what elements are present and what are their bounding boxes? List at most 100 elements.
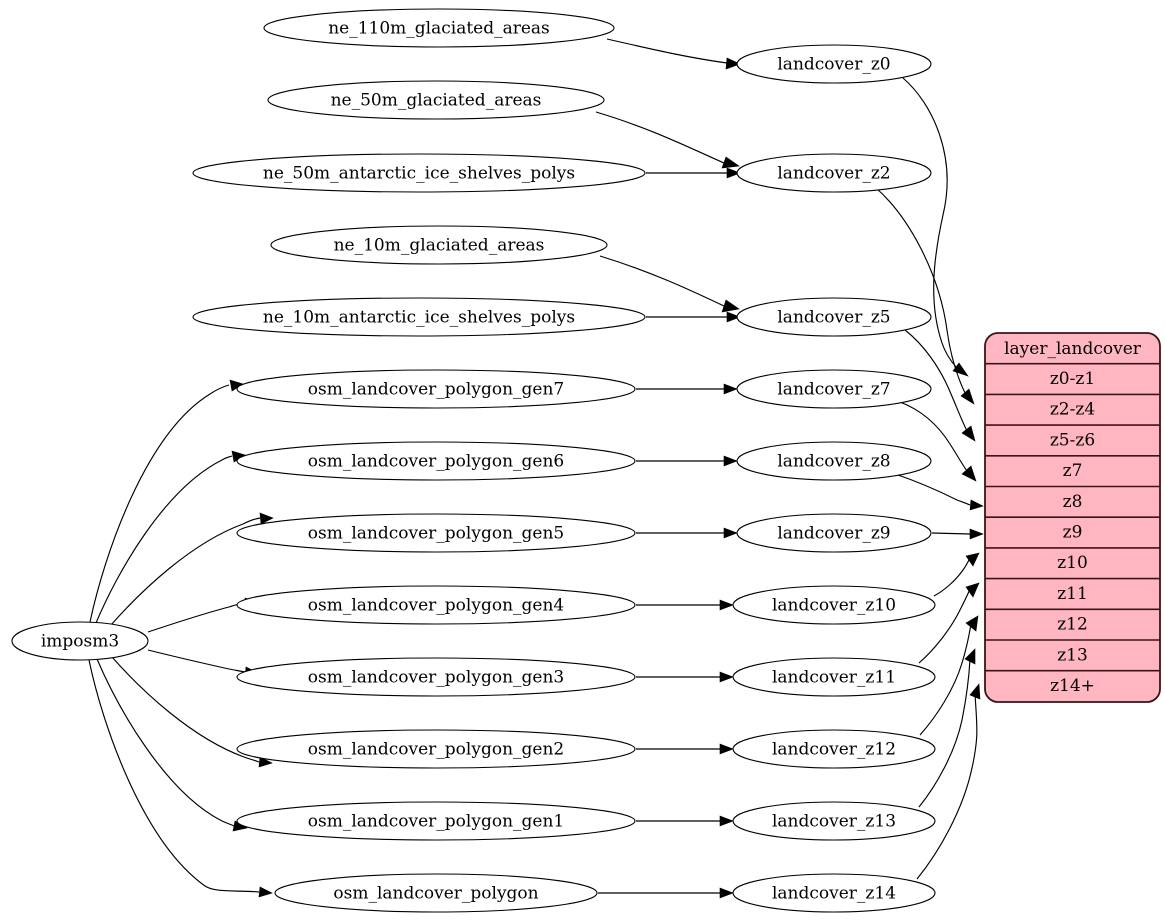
node-shape-osm-landcover-polygon-gen6[interactable]: [236, 441, 636, 481]
table-row-z7[interactable]: z7: [1063, 461, 1083, 481]
node-label-osm-landcover-polygon-gen4: osm_landcover_polygon_gen4: [308, 596, 564, 616]
node-landcover-z10[interactable]: landcover_z10: [732, 585, 936, 625]
edge-z10-to-row-z10: [933, 552, 980, 597]
node-osm-landcover-polygon-gen4[interactable]: osm_landcover_polygon_gen4: [236, 585, 636, 625]
node-landcover-z5[interactable]: landcover_z5: [736, 297, 932, 337]
edge-gen7-to-z7: [636, 383, 738, 395]
edge-gen6-to-z8: [636, 455, 738, 467]
node-ne-110m-glaciated-areas[interactable]: ne_110m_glaciated_areas: [263, 8, 615, 48]
node-ne-10m-antarctic-ice-shelves-polys[interactable]: ne_10m_antarctic_ice_shelves_polys: [192, 297, 646, 337]
node-label-landcover-z11: landcover_z11: [772, 668, 896, 688]
edge-ne10mglac-to-z5: [599, 255, 740, 313]
node-shape-osm-landcover-polygon-gen7[interactable]: [236, 369, 636, 409]
node-shape-ne-10m-glaciated-areas[interactable]: [270, 225, 608, 265]
node-shape-landcover-z10[interactable]: [732, 585, 936, 625]
node-shape-landcover-z2[interactable]: [736, 153, 932, 193]
node-shape-ne-10m-antarctic-ice-shelves-polys[interactable]: [192, 297, 646, 337]
node-osm-landcover-polygon-gen6[interactable]: osm_landcover_polygon_gen6: [236, 441, 636, 481]
node-osm-landcover-polygon[interactable]: osm_landcover_polygon: [274, 873, 598, 913]
node-shape-imposm3[interactable]: [11, 621, 149, 661]
node-label-landcover-z14: landcover_z14: [772, 884, 896, 904]
node-ne-50m-glaciated-areas[interactable]: ne_50m_glaciated_areas: [267, 80, 605, 120]
node-osm-landcover-polygon-gen3[interactable]: osm_landcover_polygon_gen3: [236, 657, 636, 697]
node-osm-landcover-polygon-gen1[interactable]: osm_landcover_polygon_gen1: [236, 801, 636, 841]
node-label-landcover-z8: landcover_z8: [777, 452, 890, 472]
node-landcover-z12[interactable]: landcover_z12: [732, 729, 936, 769]
node-landcover-z0[interactable]: landcover_z0: [736, 44, 932, 84]
table-row-z14-plus[interactable]: z14+: [1050, 676, 1095, 696]
node-shape-landcover-z0[interactable]: [736, 44, 932, 84]
edge-gen3-to-z11: [636, 671, 734, 683]
edge-z0-to-row-z0z1: [902, 77, 969, 377]
node-shape-landcover-z9[interactable]: [736, 513, 932, 553]
node-imposm3[interactable]: imposm3: [11, 621, 149, 661]
node-ne-50m-antarctic-ice-shelves-polys[interactable]: ne_50m_antarctic_ice_shelves_polys: [192, 153, 646, 193]
node-label-osm-landcover-polygon-gen1: osm_landcover_polygon_gen1: [308, 812, 564, 832]
node-ne-10m-glaciated-areas[interactable]: ne_10m_glaciated_areas: [270, 225, 608, 265]
edge-ne50mglac-to-z2: [595, 111, 740, 169]
edge-imposm3-to-gen2: [111, 656, 273, 768]
node-label-imposm3: imposm3: [41, 632, 119, 652]
table-row-z12[interactable]: z12: [1057, 615, 1088, 635]
node-landcover-z9[interactable]: landcover_z9: [736, 513, 932, 553]
node-shape-landcover-z11[interactable]: [732, 657, 936, 697]
node-shape-landcover-z7[interactable]: [736, 369, 932, 409]
edge-z12-to-row-z12: [919, 615, 979, 736]
node-shape-osm-landcover-polygon-gen5[interactable]: [236, 513, 636, 553]
edge-z9-to-row-z9: [931, 528, 984, 540]
table-row-z11[interactable]: z11: [1057, 584, 1088, 604]
table-outline: [984, 332, 1161, 703]
node-label-osm-landcover-polygon: osm_landcover_polygon: [333, 884, 538, 904]
node-landcover-z13[interactable]: landcover_z13: [732, 801, 936, 841]
edge-polygon-to-z14: [598, 887, 734, 899]
node-landcover-z2[interactable]: landcover_z2: [736, 153, 932, 193]
node-shape-landcover-z13[interactable]: [732, 801, 936, 841]
node-label-landcover-z10: landcover_z10: [772, 596, 896, 616]
table-row-z0-z1[interactable]: z0-z1: [1050, 369, 1095, 389]
node-label-osm-landcover-polygon-gen2: osm_landcover_polygon_gen2: [308, 740, 564, 760]
node-landcover-z14[interactable]: landcover_z14: [732, 873, 936, 913]
node-landcover-z11[interactable]: landcover_z11: [732, 657, 936, 697]
table-row-z5-z6[interactable]: z5-z6: [1050, 430, 1095, 450]
node-shape-ne-50m-glaciated-areas[interactable]: [267, 80, 605, 120]
node-label-landcover-z12: landcover_z12: [772, 740, 896, 760]
node-osm-landcover-polygon-gen5[interactable]: osm_landcover_polygon_gen5: [236, 513, 636, 553]
edge-imposm3-to-gen6: [95, 450, 246, 624]
node-shape-osm-landcover-polygon-gen1[interactable]: [236, 801, 636, 841]
table-row-z2-z4[interactable]: z2-z4: [1050, 400, 1095, 420]
node-shape-landcover-z14[interactable]: [732, 873, 936, 913]
node-label-ne-110m-glaciated-areas: ne_110m_glaciated_areas: [328, 19, 550, 39]
node-landcover-z8[interactable]: landcover_z8: [736, 441, 932, 481]
node-shape-landcover-z12[interactable]: [732, 729, 936, 769]
node-osm-landcover-polygon-gen2[interactable]: osm_landcover_polygon_gen2: [236, 729, 636, 769]
edge-z11-to-row-z11: [918, 582, 980, 664]
node-label-landcover-z13: landcover_z13: [772, 812, 896, 832]
table-row-z10[interactable]: z10: [1057, 553, 1088, 573]
edge-gen2-to-z12: [636, 743, 734, 755]
node-layer: imposm3 ne_110m_glaciated_areas ne_50m_g…: [11, 8, 936, 913]
node-shape-osm-landcover-polygon[interactable]: [274, 873, 598, 913]
node-label-ne-50m-glaciated-areas: ne_50m_glaciated_areas: [331, 91, 542, 111]
node-shape-ne-110m-glaciated-areas[interactable]: [263, 8, 615, 48]
node-shape-ne-50m-antarctic-ice-shelves-polys[interactable]: [192, 153, 646, 193]
edge-z2-to-row-z2z4: [875, 187, 975, 405]
table-row-z9[interactable]: z9: [1063, 523, 1083, 543]
node-label-osm-landcover-polygon-gen7: osm_landcover_polygon_gen7: [308, 380, 564, 400]
node-shape-osm-landcover-polygon-gen3[interactable]: [236, 657, 636, 697]
node-label-ne-50m-antarctic-ice-shelves-polys: ne_50m_antarctic_ice_shelves_polys: [263, 164, 575, 184]
edge-layer: [88, 38, 984, 899]
edge-ne10mant-to-z5: [646, 311, 741, 323]
node-label-landcover-z2: landcover_z2: [777, 164, 890, 184]
node-osm-landcover-polygon-gen7[interactable]: osm_landcover_polygon_gen7: [236, 369, 636, 409]
edge-ne50mant-to-z2: [646, 167, 741, 179]
table-row-z8[interactable]: z8: [1063, 492, 1083, 512]
node-landcover-z7[interactable]: landcover_z7: [736, 369, 932, 409]
edge-z7-to-row-z7: [899, 401, 977, 482]
node-shape-osm-landcover-polygon-gen2[interactable]: [236, 729, 636, 769]
table-row-z13[interactable]: z13: [1057, 645, 1088, 665]
layer-landcover-table[interactable]: layer_landcover z0-z1 z2-z4 z5-z6 z7 z8 …: [984, 332, 1161, 703]
node-shape-landcover-z8[interactable]: [736, 441, 932, 481]
node-shape-landcover-z5[interactable]: [736, 297, 932, 337]
node-shape-osm-landcover-polygon-gen4[interactable]: [236, 585, 636, 625]
